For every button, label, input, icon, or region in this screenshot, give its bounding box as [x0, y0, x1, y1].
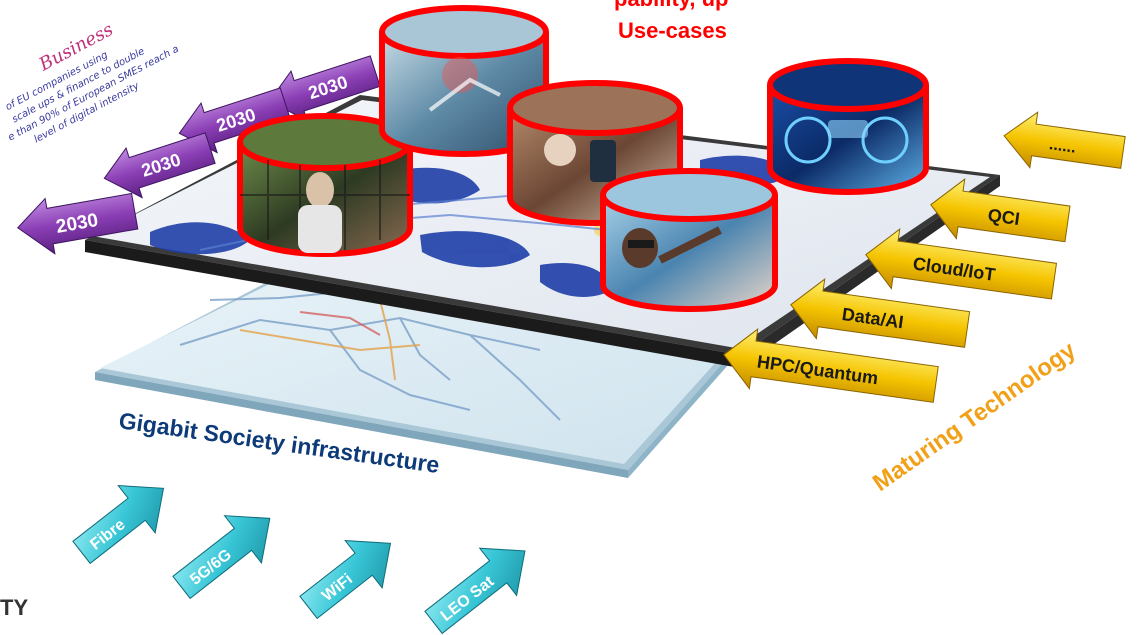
year-arrow-4: 2030	[17, 192, 139, 255]
corner-text: TY	[0, 595, 28, 620]
tech-arrow-qci-label: QCI	[987, 205, 1021, 229]
maturing-technology-label: Maturing Technology	[868, 336, 1081, 497]
infra-arrow-5g6g: 5G/6G	[172, 515, 271, 600]
tech-arrow-data-ai: Data/AI	[790, 278, 971, 348]
use-case-cylinder-autonomous-car	[767, 58, 929, 195]
header-title-partial: pability, up	[614, 0, 728, 11]
tech-arrow-qci: QCI	[930, 178, 1071, 243]
infra-arrow-wifi: WiFi	[299, 540, 392, 620]
tech-arrow-dots-label: ......	[1048, 136, 1077, 157]
infra-arrow-fibre: Fibre	[72, 485, 165, 565]
use-case-cylinder-robot-hand	[379, 5, 549, 157]
business-note: Business of EU companies using scale ups…	[4, 19, 181, 145]
tech-arrow-dots: ......	[1003, 111, 1126, 169]
year-arrow-3: 2030	[103, 132, 216, 199]
header-subtitle: Use-cases	[618, 18, 727, 43]
tech-arrow-cloud-iot: Cloud/IoT	[865, 228, 1058, 300]
use-case-cylinder-child-vr	[600, 168, 778, 312]
tech-arrow-hpc-quantum: HPC/Quantum	[723, 328, 939, 403]
infra-arrow-leo-sat: LEO Sat	[424, 547, 526, 635]
